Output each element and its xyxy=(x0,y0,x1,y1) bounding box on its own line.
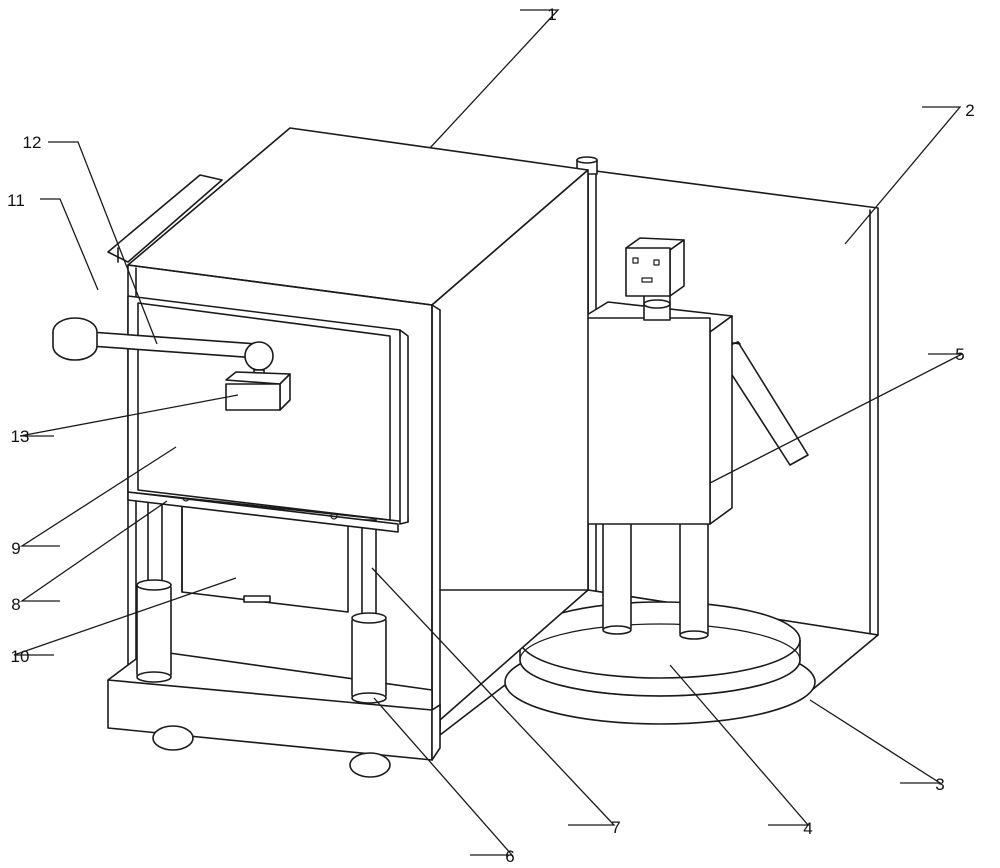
callout-2: 2 xyxy=(965,101,974,120)
callout-12: 12 xyxy=(23,133,42,152)
wheel-right xyxy=(349,752,391,778)
callout-8: 8 xyxy=(11,595,20,614)
lift-cylinder-left xyxy=(136,494,172,683)
camera-box xyxy=(225,371,291,411)
callout-1: 1 xyxy=(547,5,556,24)
callout-4: 4 xyxy=(803,819,812,838)
callout-3: 3 xyxy=(935,775,944,794)
mannequin xyxy=(507,237,809,640)
callout-6: 6 xyxy=(505,847,514,866)
cabinet-body xyxy=(107,127,589,729)
callout-10: 10 xyxy=(11,647,30,666)
callout-labels: 1 2 3 4 5 6 7 8 9 10 11 12 13 xyxy=(7,5,975,866)
rotating-arm xyxy=(52,317,259,361)
wheel-left xyxy=(152,725,194,751)
trolley-base xyxy=(107,649,441,761)
callout-7: 7 xyxy=(611,818,620,837)
lift-cylinder-right xyxy=(351,519,387,704)
callout-13: 13 xyxy=(11,427,30,446)
callout-5: 5 xyxy=(955,345,964,364)
callout-9: 9 xyxy=(11,539,20,558)
leader-lines xyxy=(13,9,963,856)
callout-11: 11 xyxy=(7,191,25,210)
turntable xyxy=(519,601,801,697)
